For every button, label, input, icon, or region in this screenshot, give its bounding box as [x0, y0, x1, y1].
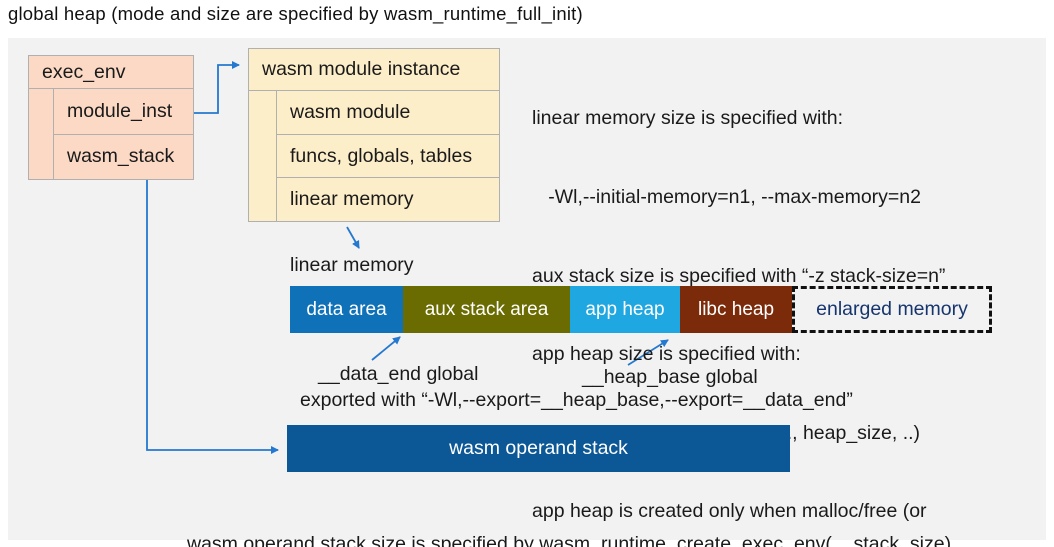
module-instance-box: wasm module instance wasm module funcs, … — [248, 48, 500, 222]
arrow-instance-to-linear-memory — [346, 226, 360, 249]
operand-stack-notes: wasm operand stack size is specified by … — [187, 481, 951, 547]
segment-enlarged-memory: enlarged memory — [792, 286, 992, 333]
segment-aux-stack-area: aux stack area — [403, 286, 570, 333]
module-instance-children: wasm module funcs, globals, tables linea… — [276, 91, 499, 221]
module-instance-label: wasm module instance — [249, 49, 499, 91]
diagram-panel: exec_env module_inst wasm_stack wasm mod… — [8, 38, 1046, 547]
note-line: app heap size is specified with: — [532, 343, 801, 366]
data-end-global-label: __data_end global — [318, 363, 479, 385]
wasm-module-cell: wasm module — [277, 91, 499, 135]
note-line: aux stack size is specified with “-z sta… — [532, 264, 946, 287]
funcs-globals-tables-cell: funcs, globals, tables — [277, 135, 499, 179]
wasm-operand-stack-bar: wasm operand stack — [287, 425, 790, 472]
footer-line: wasm operand stack size is specified by … — [187, 533, 952, 547]
note-line: app heap is created only when malloc/fre… — [532, 500, 927, 523]
linear-memory-cell: linear memory — [290, 188, 414, 211]
segment-libc-heap: libc heap — [680, 286, 792, 333]
segment-data-area: data area — [290, 286, 403, 333]
diagram-title: global heap (mode and size are specified… — [8, 3, 583, 24]
segment-app-heap: app heap — [570, 286, 680, 333]
linear-memory-bar: data area aux stack area app heap libc h… — [290, 286, 992, 333]
linear-memory-caption: linear memory — [290, 254, 414, 276]
note-line: linear memory size is specified with: — [532, 107, 844, 130]
heap-base-global-label: __heap_base global — [582, 366, 758, 388]
note-line: -Wl,--initial-memory=n1, --max-memory=n2 — [532, 186, 921, 209]
exec-env-children: module_inst wasm_stack — [53, 89, 193, 179]
memory-size-notes: linear memory size is specified with: -W… — [532, 53, 945, 547]
exec-env-label: exec_env — [29, 56, 193, 89]
module-inst-cell: module_inst — [54, 89, 193, 135]
exported-flags-label: exported with “-Wl,--export=__heap_base,… — [300, 389, 853, 411]
exec-env-box: exec_env module_inst wasm_stack — [28, 55, 194, 180]
wasm-stack-cell: wasm_stack — [67, 145, 175, 168]
arrow-data-end — [371, 336, 401, 361]
